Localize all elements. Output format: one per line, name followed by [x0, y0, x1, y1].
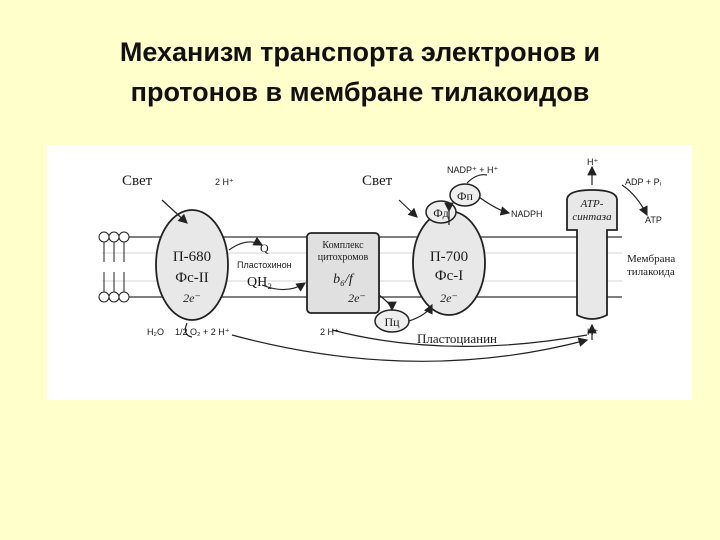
ps1-electrons: 2e⁻	[440, 291, 458, 305]
pc-label: Пц	[384, 315, 400, 329]
photosystem-1: П-700 Фс-I 2e⁻	[412, 210, 486, 316]
oxygen-label: 1/2 O₂ + 2 H⁺	[175, 327, 230, 337]
flow-arrows	[161, 165, 648, 362]
ferredoxin: Фд	[425, 200, 457, 224]
cyt-label-1: Комплекс	[322, 240, 364, 251]
nadp-label: NADP⁺ + H⁺	[447, 165, 499, 175]
slide-title: Механизм транспорта электронов и протоно…	[0, 32, 720, 112]
adp-label: ADP + Pᵢ	[625, 177, 661, 187]
membrane-label-1: Мембрана	[627, 253, 675, 265]
photosystem-2: П-680 Фс-II 2e⁻	[155, 209, 229, 321]
plastocyanin-carrier: Пц	[374, 309, 410, 333]
ps2-sublabel: Фс-II	[175, 270, 209, 286]
h-plus-bottom-left: 2 H⁺	[320, 327, 339, 337]
atp-synthase-label-1: ATP-	[580, 198, 604, 210]
fd-label: Фд	[433, 206, 449, 220]
nadph-label: NADPH	[511, 209, 543, 219]
cyt-label-2: цитохромов	[318, 252, 369, 263]
fp-label: Фп	[457, 189, 473, 203]
ps2-label: П-680	[173, 249, 211, 265]
membrane-label-2: тилакоида	[627, 266, 675, 278]
light-label-2: Свет	[362, 173, 393, 189]
h-plus-atp-bottom: H⁺	[587, 327, 598, 337]
qh2-label: QH₂	[247, 275, 272, 290]
atp-synthase: ATP- синтаза	[566, 189, 618, 320]
q-label: Q	[260, 241, 269, 255]
light-label-1: Свет	[122, 173, 153, 189]
cyt-label-3: b₆/f	[333, 272, 355, 287]
cytochrome-b6f-complex: Комплекс цитохромов b₆/f 2e⁻	[306, 232, 380, 314]
ps1-sublabel: Фс-I	[435, 268, 464, 284]
ps2-electrons: 2e⁻	[183, 291, 201, 305]
lipid-heads	[98, 231, 130, 303]
title-line-2: протонов в мембране тилакоидов	[130, 77, 590, 107]
h-plus-atp-top: H⁺	[587, 157, 598, 167]
atp-synthase-label-2: синтаза	[572, 211, 612, 223]
ps1-label: П-700	[430, 249, 468, 265]
flavoprotein: Фп	[449, 183, 481, 207]
plastoquinone-label: Пластохинон	[237, 260, 292, 270]
electron-transport-diagram: П-680 Фс-II 2e⁻ Комплекс цитохромов b₆/f…	[47, 145, 692, 400]
cyt-electrons: 2e⁻	[348, 291, 366, 305]
atp-label: ATP	[645, 215, 662, 225]
plastocyanin-label: Пластоцианин	[417, 331, 497, 346]
water-label: H₂O	[147, 327, 164, 337]
title-line-1: Механизм транспорта электронов и	[119, 37, 601, 67]
h-plus-top-left: 2 H⁺	[215, 177, 234, 187]
